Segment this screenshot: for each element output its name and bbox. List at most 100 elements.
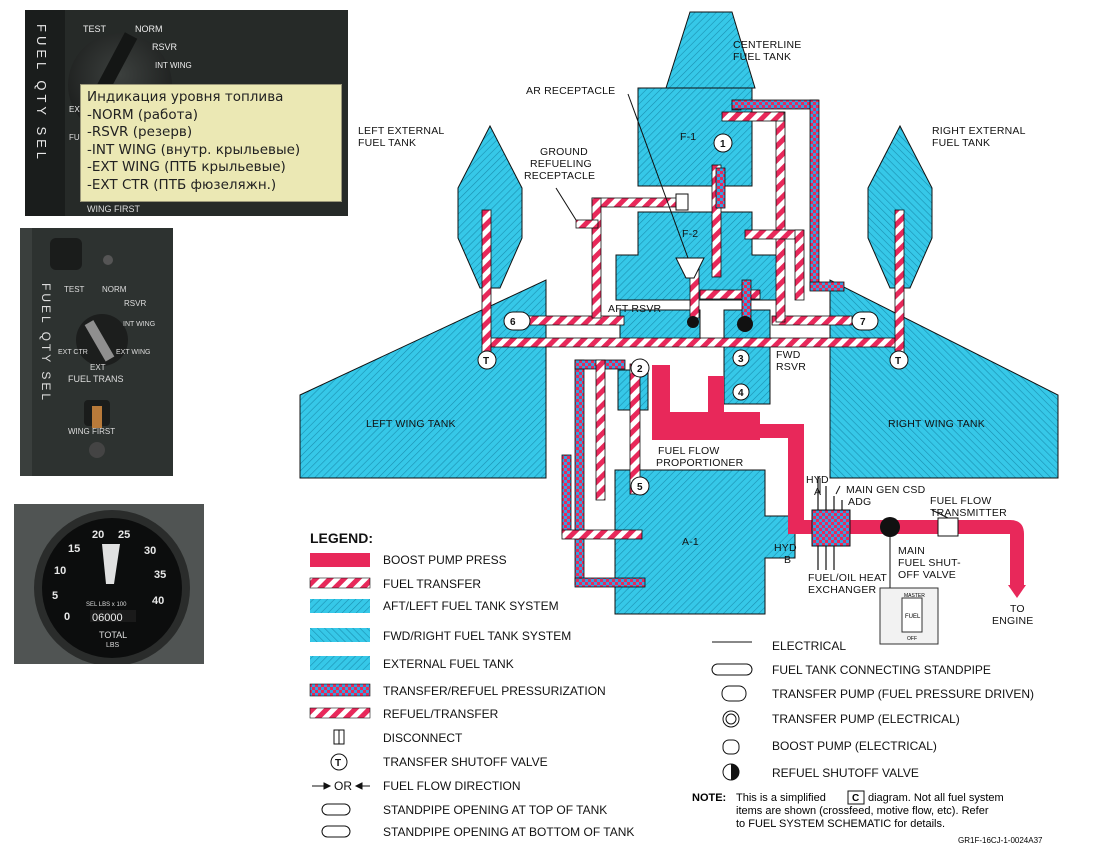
- tooltip-line: Индикация уровня топлива: [87, 89, 284, 105]
- gauge-total: TOTAL: [99, 630, 127, 640]
- boost-line: [708, 376, 724, 416]
- tank-f2: [615, 211, 785, 301]
- legend-symbol-valve-t: T: [335, 758, 341, 769]
- legend-swatch-refuel: [309, 707, 371, 719]
- selector-pos-int-wing: INT WING: [155, 61, 192, 70]
- label-fft-1: FUEL FLOW: [930, 495, 992, 507]
- tank-a1: [614, 469, 796, 615]
- note-post: diagram. Not all fuel system: [868, 792, 1004, 804]
- pressurization-line: [574, 577, 646, 588]
- pump-7: [851, 311, 879, 331]
- transfer-line-main: [483, 337, 905, 348]
- selector-pos-fuel: FUEL: [69, 133, 90, 142]
- pumps: 1 2 3 4 5 6 7: [503, 133, 879, 496]
- gauge-tick-15: 15: [68, 543, 80, 555]
- label-to-engine-1: TO: [1010, 603, 1025, 615]
- fuel-trans-switch[interactable]: [92, 406, 102, 428]
- legend-item: AFT/LEFT FUEL TANK SYSTEM: [383, 599, 559, 613]
- note-box: [847, 790, 865, 805]
- transfer-line: [699, 289, 761, 300]
- legend-item: BOOST PUMP (ELECTRICAL): [772, 739, 937, 753]
- gauge-tick-40: 40: [152, 595, 164, 607]
- pump-3-label: 3: [738, 354, 744, 365]
- fuel-gauge-photo: 0 5 10 15 20 25 30 35 40 SEL LBS x 100 0…: [14, 504, 204, 664]
- refuel-line: [591, 197, 602, 319]
- note-pre: This is a simplified: [736, 792, 826, 804]
- legend-item: BOOST PUMP PRESS: [383, 553, 507, 567]
- label-ffp-1: FUEL FLOW: [658, 445, 720, 457]
- legend-item: DISCONNECT: [383, 731, 463, 745]
- selector-pos-wing-first: WING FIRST: [87, 204, 140, 214]
- fuel-flow-transmitter: [937, 517, 959, 537]
- tooltip-line: -EXT CTR (ПТБ фюзеляжн.): [87, 176, 277, 193]
- gauge-tick-25: 25: [118, 529, 130, 541]
- label-hyd-b-1: HYD: [774, 542, 797, 554]
- gauge-lbs: LBS: [106, 642, 120, 649]
- legend-item: ELECTRICAL: [772, 639, 846, 653]
- fuel-oil-heat-exchanger: [811, 509, 851, 547]
- selector-pos-norm: NORM: [135, 24, 163, 34]
- selector-pos-test: TEST: [83, 24, 107, 34]
- legend-swatch-aft: [310, 599, 370, 613]
- pump-1-label: 1: [720, 139, 726, 150]
- fuel-gauge-svg: 0 5 10 15 20 25 30 35 40 SEL LBS x 100 0…: [14, 504, 204, 664]
- label-right-external-1: RIGHT EXTERNAL: [932, 125, 1026, 137]
- pressurization-line: [561, 454, 572, 536]
- pump-2: [630, 358, 650, 378]
- legend-item: FUEL TANK CONNECTING STANDPIPE: [772, 663, 991, 677]
- pump-4-label: 4: [738, 388, 744, 399]
- figure-code: GR1F-16CJ-1-0024A37: [958, 836, 1043, 845]
- pump-6: [503, 311, 531, 331]
- master-off-label: OFF: [907, 636, 917, 642]
- transfer-line: [744, 229, 804, 240]
- transfer-line: [481, 209, 492, 361]
- label-main-shutoff-3: OFF VALVE: [898, 569, 956, 581]
- legend-item: TRANSFER PUMP (FUEL PRESSURE DRIVEN): [772, 687, 1034, 701]
- main-fuel-shutoff-valve[interactable]: [880, 517, 900, 537]
- legend-symbol-standpipe-top: [321, 803, 351, 816]
- label-f1: F-1: [680, 131, 696, 143]
- note-boxed: C: [852, 793, 859, 804]
- label-hyd-a-1: HYD: [806, 474, 829, 486]
- legend: LEGEND: BOOST PUMP PRESS FUEL TRANSFER A…: [309, 530, 1043, 845]
- legend-symbol-boost-pump: [722, 739, 740, 755]
- label-hyd-a-2: A: [814, 486, 821, 498]
- label-right-external-2: FUEL TANK: [932, 137, 990, 149]
- label-hyd-b-2: B: [784, 554, 791, 566]
- pump-4: [732, 383, 750, 401]
- label-left-wing: LEFT WING TANK: [366, 418, 456, 430]
- label-aft-rsvr: AFT RSVR: [608, 303, 662, 315]
- tooltip-line: -INT WING (внутр. крыльевые): [87, 141, 301, 158]
- legend-symbol-valve: [330, 753, 348, 771]
- pressurization-line: [809, 99, 820, 291]
- pressurization-line: [809, 281, 845, 292]
- legend-swatch-external: [310, 656, 370, 670]
- refuel-shutoff-valve-1: [737, 316, 753, 332]
- label-a1: A-1: [682, 536, 699, 548]
- fuel-panel-photo: FUEL QTY SEL TEST NORM RSVR INT WING EXT…: [20, 228, 173, 476]
- legend-symbol-pump-fuel: [721, 685, 747, 702]
- label-centerline-2: FUEL TANK: [733, 51, 791, 63]
- disconnect: [675, 193, 689, 211]
- panel-button[interactable]: [50, 238, 82, 270]
- panel-pos-test: TEST: [64, 285, 85, 294]
- legend-item: TRANSFER SHUTOFF VALVE: [383, 755, 548, 769]
- to-engine-arrow: [1008, 585, 1026, 598]
- label-fuel-oil-1: FUEL/OIL HEAT: [808, 572, 887, 584]
- tooltip-line: -NORM (работа): [87, 106, 199, 123]
- pump-1: [713, 133, 733, 153]
- legend-symbol-flow-direction: [312, 782, 370, 790]
- refuel-line: [561, 529, 643, 540]
- gauge-tick-10: 10: [54, 565, 66, 577]
- switch-label-wing-first: WING FIRST: [68, 427, 115, 436]
- gauge-scale: 0 5 10 15 20 25 30 35 40: [52, 529, 166, 623]
- fuel-panel-svg: FUEL QTY SEL TEST NORM RSVR INT WING EXT…: [20, 228, 173, 476]
- note-line-2: items are shown (crossfeed, motive flow,…: [736, 805, 989, 817]
- pump-3: [732, 349, 750, 367]
- legend-item: FUEL FLOW DIRECTION: [383, 779, 521, 793]
- label-fwd-rsvr-1: FWD: [776, 349, 801, 361]
- label-main-shutoff-1: MAIN: [898, 545, 925, 557]
- gauge-tick-35: 35: [154, 569, 166, 581]
- tooltip-box: Индикация уровня топлива -NORM (работа) …: [80, 84, 342, 202]
